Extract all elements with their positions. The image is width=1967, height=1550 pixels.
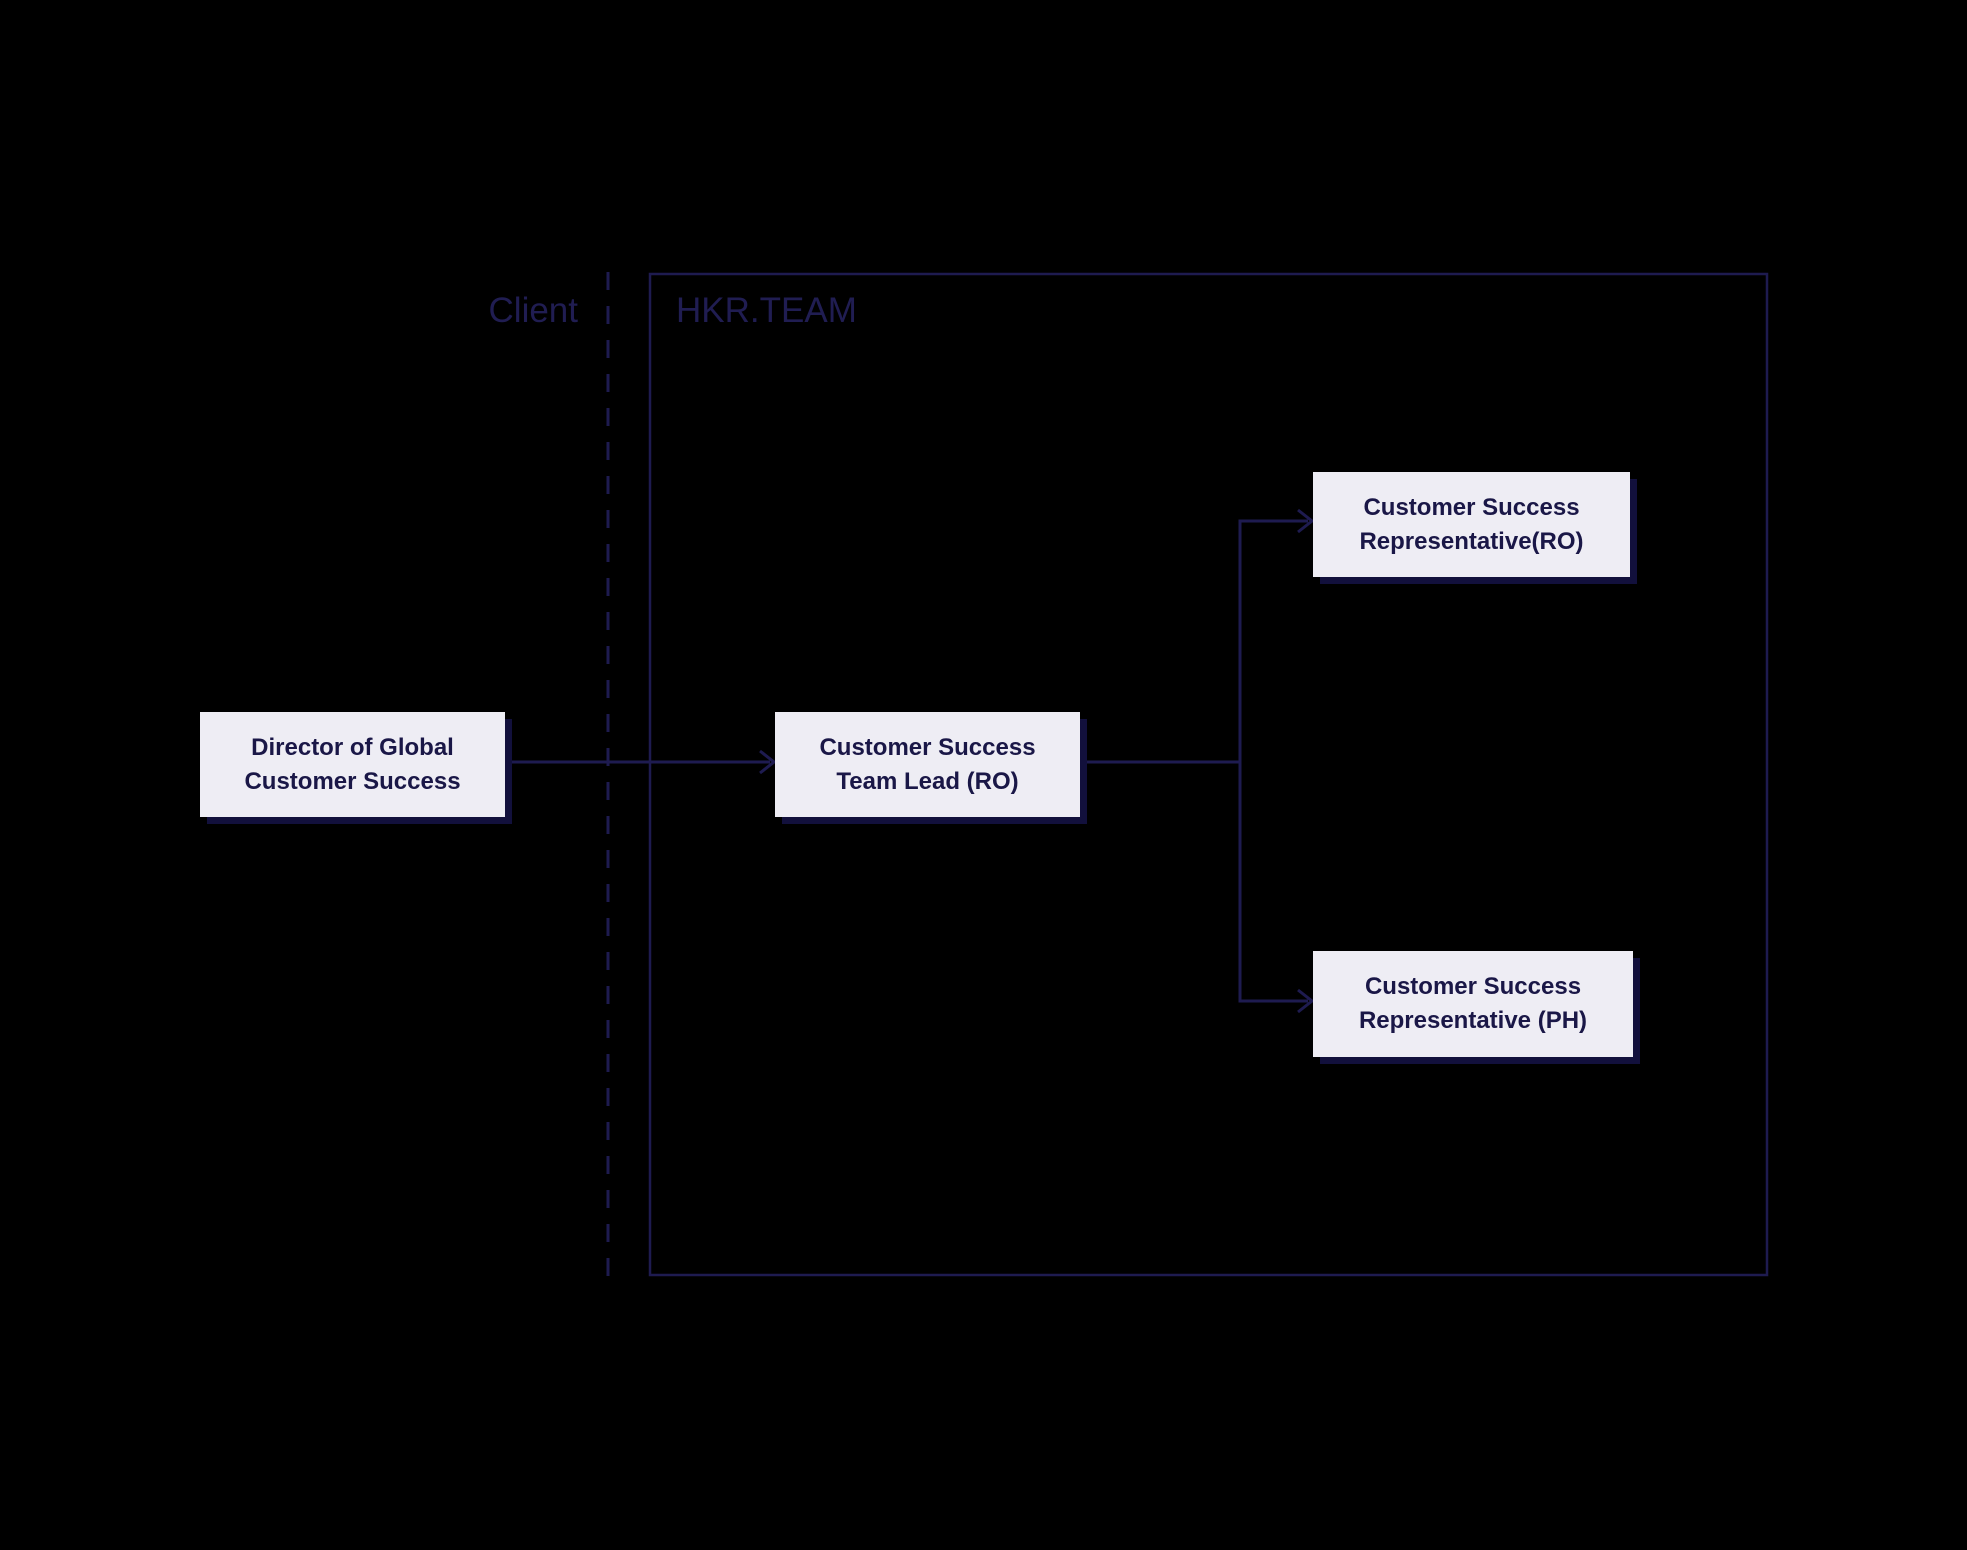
edge-team-lead-to-rep-ro	[1080, 519, 1308, 764]
lane-label-hkr-team: HKR.TEAM	[676, 291, 857, 330]
node-customer-success-team-lead-ro: Customer Success Team Lead (RO)	[775, 712, 1080, 817]
node-label: Customer Success Representative (PH)	[1358, 973, 1588, 1034]
node-customer-success-representative-ro: Customer Success Representative(RO)	[1313, 472, 1630, 577]
arrowhead-into-rep-ro	[1297, 508, 1315, 534]
node-director-of-global-customer-success: Director of Global Customer Success	[200, 712, 505, 817]
node-label: Director of Global Customer Success	[244, 733, 461, 795]
node-label: Customer Success Representative(RO)	[1359, 493, 1584, 555]
arrowhead-into-team-lead	[759, 749, 777, 775]
node-label: Customer Success Team Lead (RO)	[819, 733, 1036, 795]
node-customer-success-representative-ph: Customer Success Representative (PH)	[1313, 951, 1633, 1057]
arrowhead-into-rep-ph	[1297, 988, 1315, 1014]
lane-label-client: Client	[488, 291, 578, 330]
edge-team-lead-to-rep-ph	[1238, 762, 1308, 1003]
